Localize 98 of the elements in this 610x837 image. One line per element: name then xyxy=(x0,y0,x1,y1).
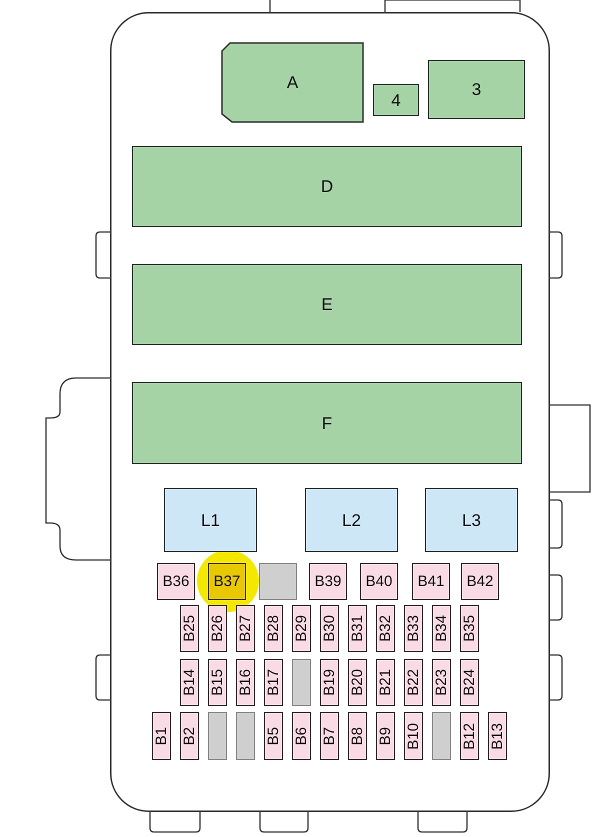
fuse-label: B42 xyxy=(466,574,494,589)
relay-block xyxy=(132,382,522,464)
highlighted-fuse xyxy=(208,563,246,600)
relay-block xyxy=(222,43,363,122)
fuse-label: B31 xyxy=(350,615,365,642)
fuse-label: B22 xyxy=(406,669,421,696)
fuse-label: B37 xyxy=(214,574,240,589)
fuse-label: B30 xyxy=(322,615,337,642)
fuse xyxy=(309,563,347,600)
relay-block xyxy=(132,264,522,345)
fuse-label: B34 xyxy=(434,615,449,642)
fuse-label: B21 xyxy=(378,669,393,696)
fuse-label: B36 xyxy=(162,574,190,589)
fuse-label: B41 xyxy=(418,574,444,589)
fuse-block xyxy=(425,488,518,552)
fuse xyxy=(180,659,199,706)
fuse-label: B39 xyxy=(314,574,342,589)
relay-block xyxy=(132,146,522,227)
fuse xyxy=(208,659,227,706)
fuse xyxy=(264,605,283,652)
fuse xyxy=(404,605,423,652)
fuse-label: B10 xyxy=(406,722,421,750)
fuse-label: B35 xyxy=(462,615,477,642)
fuse-label: B23 xyxy=(434,669,449,696)
fuse xyxy=(348,605,367,652)
fuse xyxy=(404,712,423,760)
fuse xyxy=(152,712,171,760)
fuse xyxy=(461,563,499,600)
fuse-label: B5 xyxy=(266,726,281,746)
fuse xyxy=(264,659,283,706)
fuse-label: B20 xyxy=(350,669,365,696)
fuse-label: B9 xyxy=(378,726,393,746)
fuse-label: L1 xyxy=(201,512,220,528)
fuse-label: B24 xyxy=(462,669,477,696)
fuse xyxy=(460,605,479,652)
fuse-label: B16 xyxy=(238,669,253,696)
fuse xyxy=(360,563,398,600)
fuse xyxy=(488,712,507,760)
fuse-label: B13 xyxy=(490,722,505,750)
empty-fuse-slot xyxy=(236,712,255,760)
fuse xyxy=(180,712,199,760)
fuse-label: 3 xyxy=(472,81,482,98)
fuse xyxy=(180,605,199,652)
relay-block xyxy=(428,60,525,119)
empty-fuse-slot xyxy=(208,712,227,760)
fuse-label: B32 xyxy=(378,615,393,642)
fuse-label: B14 xyxy=(182,669,197,696)
fuse-label: B19 xyxy=(322,669,337,696)
fuse-label: B8 xyxy=(350,726,365,746)
fuse-label: B26 xyxy=(210,615,225,642)
fuse xyxy=(376,659,395,706)
fuse xyxy=(320,659,339,706)
fuse xyxy=(264,712,283,760)
empty-fuse-slot xyxy=(432,712,451,760)
fuse-box-housing xyxy=(110,12,550,812)
fuse xyxy=(432,659,451,706)
fuse-label: D xyxy=(320,178,334,195)
empty-fuse-slot xyxy=(259,563,297,600)
fuse-label: E xyxy=(321,296,333,313)
fuse xyxy=(460,659,479,706)
fuse-label: B15 xyxy=(210,669,225,696)
fuse xyxy=(292,605,311,652)
fuse xyxy=(412,563,450,600)
fuse-label: B40 xyxy=(366,574,392,589)
fuse-label: B6 xyxy=(294,726,309,746)
fuse-label: B7 xyxy=(322,726,337,746)
fuse-label: F xyxy=(322,414,332,432)
fuse-label: B12 xyxy=(462,722,477,750)
fuse-label: B1 xyxy=(154,726,169,746)
fuse xyxy=(348,712,367,760)
fuse-label: B29 xyxy=(294,615,309,642)
fuse xyxy=(236,605,255,652)
fuse xyxy=(292,712,311,760)
fuse-label: B2 xyxy=(182,726,197,746)
relay-block xyxy=(373,84,419,116)
fuse-label: B27 xyxy=(238,615,253,642)
fuse xyxy=(404,659,423,706)
fuse-label: B17 xyxy=(266,669,281,696)
fuse xyxy=(376,605,395,652)
fuse xyxy=(157,563,195,600)
fuse xyxy=(320,712,339,760)
fuse xyxy=(236,659,255,706)
fuse-label: B33 xyxy=(406,615,421,642)
fuse xyxy=(376,712,395,760)
fuse xyxy=(348,659,367,706)
fuse-label: L2 xyxy=(342,512,361,528)
fuse-label: B25 xyxy=(182,615,197,642)
empty-fuse-slot xyxy=(292,659,311,706)
fuse-label: B28 xyxy=(266,615,281,642)
fuse-label: A xyxy=(286,74,298,91)
fuse xyxy=(320,605,339,652)
fuse-label: L3 xyxy=(462,512,481,528)
fuse xyxy=(208,605,227,652)
fuse xyxy=(432,605,451,652)
fuse-block xyxy=(305,488,398,552)
fuse-label: 4 xyxy=(391,92,401,108)
fuse xyxy=(460,712,479,760)
fuse-block xyxy=(164,488,257,552)
